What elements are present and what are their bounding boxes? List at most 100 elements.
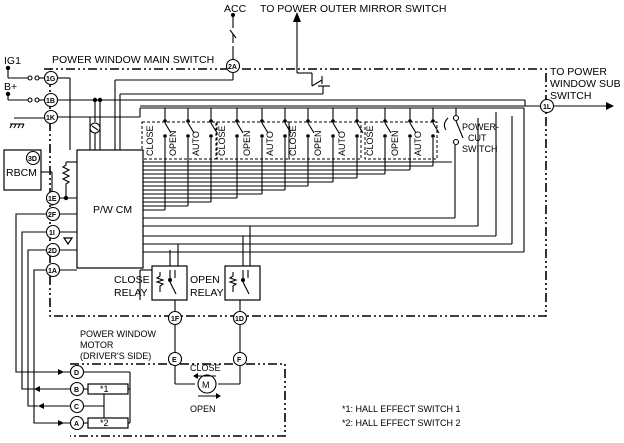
svg-text:3D: 3D bbox=[28, 156, 37, 163]
connector-2F: 2F bbox=[45, 206, 61, 222]
motor-icon bbox=[197, 374, 217, 394]
switch-label: OPEN bbox=[390, 130, 400, 156]
connector-A: A bbox=[69, 415, 85, 431]
switch-contact bbox=[408, 108, 417, 170]
svg-text:1B: 1B bbox=[46, 98, 55, 105]
main-switch-label: POWER WINDOW MAIN SWITCH bbox=[52, 54, 214, 66]
svg-text:A: A bbox=[74, 421, 79, 428]
switch-label: AUTO bbox=[265, 131, 275, 156]
bplus-label: B+ bbox=[4, 81, 17, 93]
switch-group-3 bbox=[288, 121, 362, 160]
motor-label-2: MOTOR bbox=[80, 340, 114, 350]
switch-label: AUTO bbox=[191, 131, 201, 156]
switch-contact bbox=[383, 108, 392, 174]
switch-contacts bbox=[163, 108, 440, 210]
switch-label: CLOSE bbox=[365, 125, 375, 156]
connector-2A: 2A bbox=[225, 58, 241, 74]
open-relay-label-2: RELAY bbox=[190, 287, 224, 299]
connector-1D: 1D bbox=[232, 310, 248, 326]
switch-label: CLOSE bbox=[145, 125, 155, 156]
hall2-tag: *2 bbox=[100, 418, 109, 428]
connector-1L: 1L bbox=[539, 98, 555, 114]
note-hall-2: *2: HALL EFFECT SWITCH 2 bbox=[342, 418, 461, 428]
connector-C: C bbox=[69, 398, 85, 414]
arrow-left-small-icon bbox=[38, 403, 44, 409]
switch-label: AUTO bbox=[337, 131, 347, 156]
switch-contact bbox=[283, 108, 292, 190]
switch-contact bbox=[186, 108, 195, 206]
switch-contact bbox=[209, 108, 218, 202]
connector-E: E bbox=[167, 351, 183, 367]
svg-text:1E: 1E bbox=[48, 196, 57, 203]
svg-text:F: F bbox=[237, 357, 242, 364]
connector-2D: 2D bbox=[45, 242, 61, 258]
connector-D: D bbox=[69, 364, 85, 380]
svg-text:D: D bbox=[74, 370, 79, 377]
close-relay-label-1: CLOSE bbox=[114, 274, 150, 286]
svg-text:1A: 1A bbox=[48, 268, 57, 275]
connector-1F: 1F bbox=[167, 310, 183, 326]
connector-F: F bbox=[232, 351, 248, 367]
motor-close-label: CLOSE bbox=[190, 363, 221, 373]
switch-bus bbox=[143, 161, 452, 211]
diode-icon bbox=[62, 237, 74, 246]
switch-contact bbox=[163, 108, 172, 210]
power-cut-label-2: CUT bbox=[468, 133, 487, 143]
switch-label: AUTO bbox=[413, 131, 423, 156]
switch-label: OPEN bbox=[242, 130, 252, 156]
power-cut-label-1: POWER- bbox=[462, 122, 499, 132]
arrow-left-icon bbox=[193, 373, 198, 379]
connector-1B: 1B bbox=[43, 92, 59, 108]
arrow-right-small-icon bbox=[216, 393, 221, 399]
sub-switch-label-1: TO POWER bbox=[550, 66, 607, 78]
svg-text:2A: 2A bbox=[228, 64, 237, 71]
note-hall-1: *1: HALL EFFECT SWITCH 1 bbox=[342, 404, 461, 414]
svg-text:E: E bbox=[172, 357, 177, 364]
switch-labels: CLOSE OPEN AUTO CLOSE OPEN AUTO CLOSE OPEN AUTO C… bbox=[145, 125, 423, 156]
motor-label-3: (DRIVER'S SIDE) bbox=[80, 351, 151, 361]
connector-1I: 1I bbox=[45, 224, 61, 240]
svg-text:1D: 1D bbox=[235, 316, 244, 323]
connector-1A: 1A bbox=[45, 262, 61, 278]
arrow-right-small-icon bbox=[58, 369, 64, 375]
switch-group-2 bbox=[216, 121, 290, 160]
mirror-label: TO POWER OUTER MIRROR SWITCH bbox=[260, 3, 446, 15]
arrow-left-small-icon bbox=[34, 386, 40, 392]
connector-3D: 3D bbox=[25, 150, 41, 166]
motor-open-label: OPEN bbox=[190, 404, 216, 414]
switch-label: CLOSE bbox=[217, 125, 227, 156]
arrow-right-small-icon bbox=[58, 420, 64, 426]
switch-label: OPEN bbox=[168, 130, 178, 156]
svg-text:B: B bbox=[74, 387, 79, 394]
hall1-tag: *1 bbox=[100, 384, 109, 394]
connector-1E: 1E bbox=[45, 190, 61, 206]
switch-contact bbox=[355, 108, 364, 178]
switch-group-1 bbox=[141, 121, 217, 160]
svg-text:1K: 1K bbox=[46, 115, 55, 122]
svg-text:1G: 1G bbox=[46, 76, 56, 83]
switch-contact bbox=[331, 108, 340, 182]
switch-contact bbox=[306, 108, 315, 186]
power-cut-label-3: SWITCH bbox=[462, 144, 498, 154]
switch-label: OPEN bbox=[313, 130, 323, 156]
svg-text:1F: 1F bbox=[171, 316, 180, 323]
svg-text:1L: 1L bbox=[543, 104, 552, 111]
pwcm-box bbox=[76, 149, 144, 269]
sub-switch-label-3: SWITCH bbox=[550, 90, 591, 102]
motor-outline bbox=[70, 363, 286, 437]
svg-text:2D: 2D bbox=[48, 248, 57, 255]
connector-1G: 1G bbox=[43, 70, 59, 86]
switch-group-4 bbox=[364, 121, 438, 160]
arrow-up-icon bbox=[293, 12, 301, 22]
arrow-right-icon bbox=[606, 102, 614, 110]
connector-1K: 1K bbox=[43, 109, 59, 125]
switch-label: CLOSE bbox=[288, 125, 298, 156]
switch-contact bbox=[431, 108, 440, 166]
sub-switch-label-2: WINDOW SUB bbox=[550, 78, 621, 90]
svg-text:1I: 1I bbox=[49, 230, 55, 237]
svg-text:C: C bbox=[74, 404, 79, 411]
switch-contact bbox=[260, 108, 269, 194]
switch-contact bbox=[235, 108, 244, 198]
ig1-label: IG1 bbox=[4, 55, 21, 67]
